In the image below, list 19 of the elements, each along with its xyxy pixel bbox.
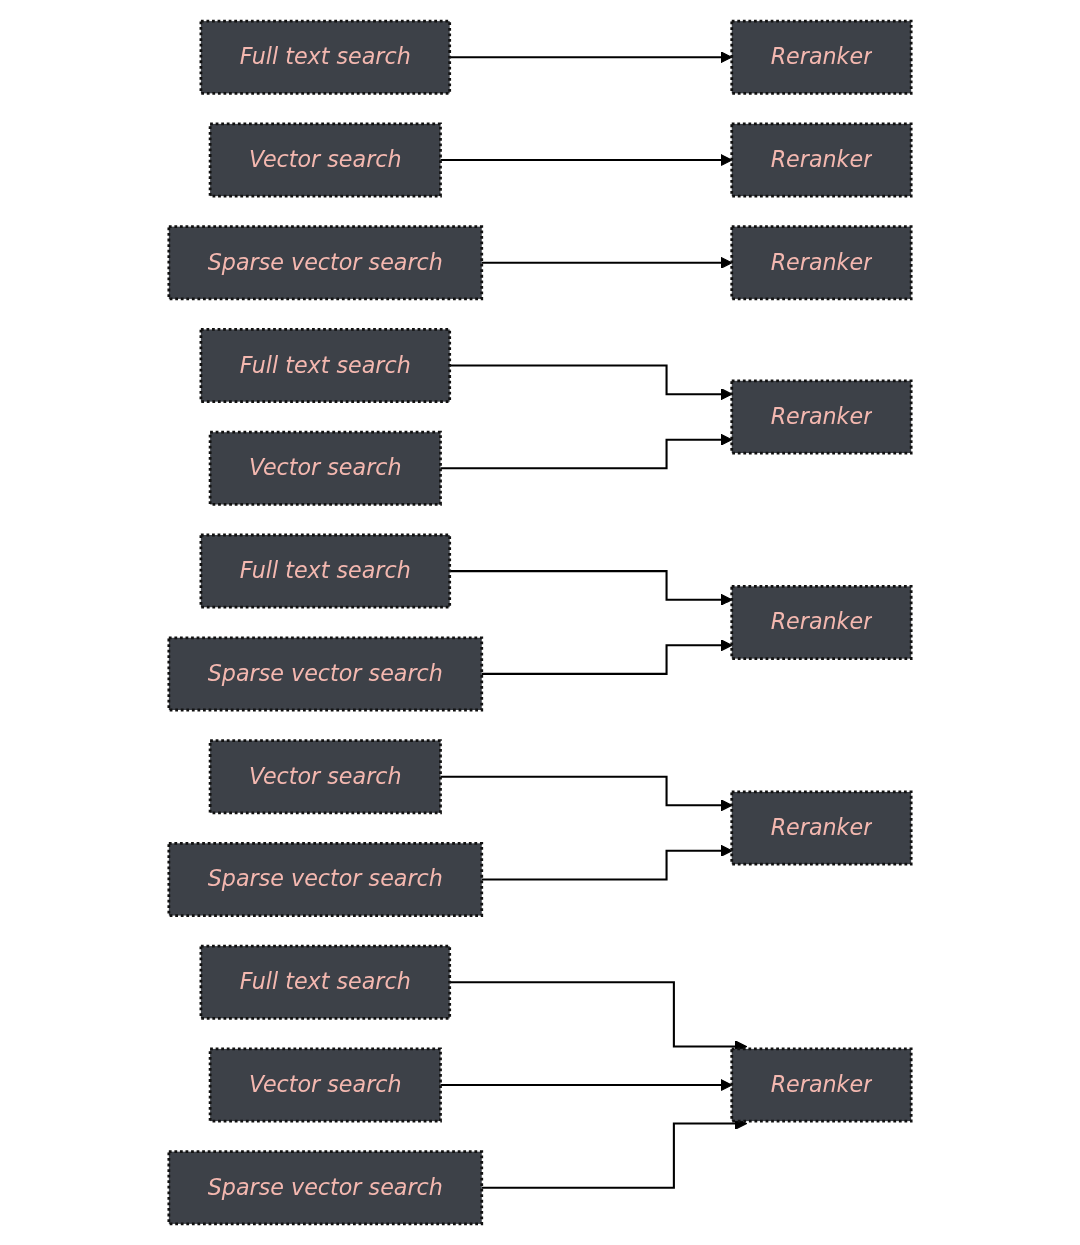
node-box: Reranker xyxy=(730,122,913,198)
node-box: Full text search xyxy=(199,533,452,609)
node-box: Full text search xyxy=(199,944,452,1020)
node-box: Sparse vector search xyxy=(167,636,484,712)
node-box: Reranker xyxy=(730,379,913,455)
node-box: Full text search xyxy=(199,19,452,95)
node-box: Sparse vector search xyxy=(167,1150,484,1226)
node-box: Sparse vector search xyxy=(167,841,484,917)
node-box: Sparse vector search xyxy=(167,225,484,301)
node-box: Reranker xyxy=(730,585,913,660)
node-box: Vector search xyxy=(208,430,442,506)
node-box: Reranker xyxy=(730,1047,913,1123)
node-box: Vector search xyxy=(208,1047,442,1123)
node-box: Vector search xyxy=(208,122,442,198)
node-box: Reranker xyxy=(730,225,913,301)
node-box: Reranker xyxy=(730,790,913,866)
node-box: Vector search xyxy=(208,739,442,815)
node-box: Full text search xyxy=(199,328,452,404)
node-box: Reranker xyxy=(730,19,913,95)
